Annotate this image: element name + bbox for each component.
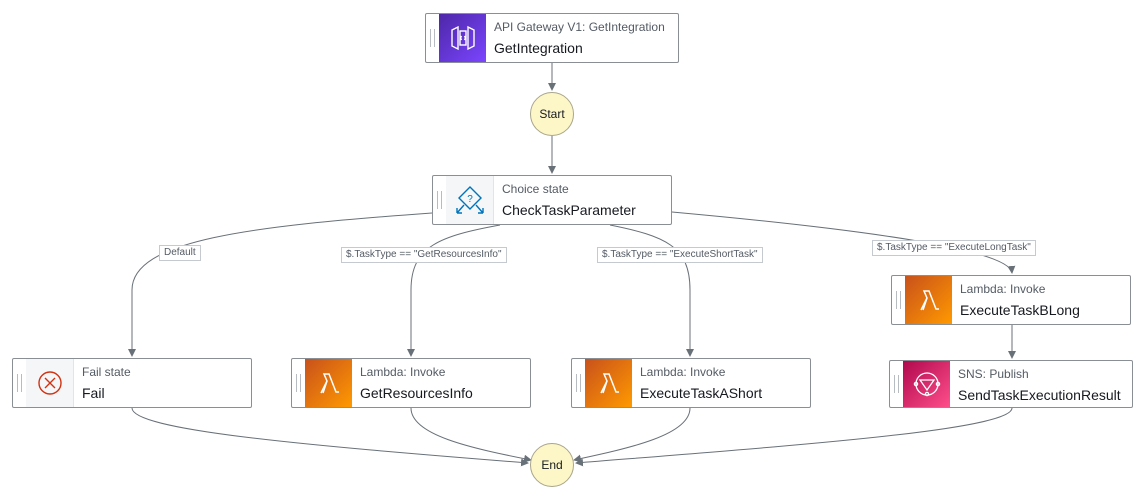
lambda-icon	[905, 276, 952, 324]
drag-handle[interactable]	[292, 359, 305, 407]
drag-handle[interactable]	[13, 359, 26, 407]
drag-handle[interactable]	[890, 361, 903, 407]
state-name-label: Fail	[82, 385, 105, 401]
state-type-label: Fail state	[82, 365, 131, 379]
edge-fail-end	[131, 407, 529, 467]
state-execute-task-b-long[interactable]: Lambda: Invoke ExecuteTaskBLong	[891, 275, 1131, 325]
svg-text:?: ?	[467, 194, 473, 205]
state-type-label: Lambda: Invoke	[360, 365, 446, 379]
edge-label-executeshorttask: $.TaskType == "ExecuteShortTask"	[597, 247, 763, 263]
drag-handle[interactable]	[426, 14, 439, 62]
drag-handle[interactable]	[572, 359, 585, 407]
state-name-label: GetIntegration	[494, 40, 583, 56]
edge-label-executelongtask: $.TaskType == "ExecuteLongTask"	[872, 240, 1036, 256]
state-name-label: CheckTaskParameter	[502, 202, 636, 218]
api-gateway-icon	[439, 14, 486, 62]
edge-choice-getresources	[407, 224, 501, 357]
state-execute-task-a-short[interactable]: Lambda: Invoke ExecuteTaskAShort	[571, 358, 811, 408]
state-get-resources-info[interactable]: Lambda: Invoke GetResourcesInfo	[291, 358, 531, 408]
sns-icon	[903, 361, 950, 407]
state-send-task-execution-result[interactable]: SNS: Publish SendTaskExecutionResult	[889, 360, 1133, 408]
edge-getresources-end	[410, 407, 532, 463]
state-get-integration[interactable]: API Gateway V1: GetIntegration GetIntegr…	[425, 13, 679, 63]
start-label: Start	[539, 107, 565, 121]
lambda-icon	[305, 359, 352, 407]
lambda-icon	[585, 359, 632, 407]
state-name-label: GetResourcesInfo	[360, 385, 473, 401]
drag-handle[interactable]	[892, 276, 905, 324]
start-node[interactable]: Start	[530, 92, 574, 136]
state-type-label: Lambda: Invoke	[960, 282, 1046, 296]
state-type-label: API Gateway V1: GetIntegration	[494, 20, 665, 34]
drag-handle[interactable]	[433, 176, 446, 224]
state-type-label: Choice state	[502, 182, 569, 196]
state-name-label: SendTaskExecutionResult	[958, 387, 1121, 403]
end-node[interactable]: End	[530, 443, 574, 487]
edge-label-default: Default	[159, 245, 201, 261]
edge-choice-fail	[128, 212, 433, 357]
edge-execshort-end	[573, 407, 691, 463]
state-name-label: ExecuteTaskBLong	[960, 302, 1080, 318]
state-name-label: ExecuteTaskAShort	[640, 385, 763, 401]
edge-sendresult-end	[575, 407, 1013, 467]
edge-label-getresourcesinfo: $.TaskType == "GetResourcesInfo"	[341, 247, 507, 263]
state-type-label: SNS: Publish	[958, 367, 1029, 381]
state-check-task-parameter[interactable]: ? Choice state CheckTaskParameter	[432, 175, 672, 225]
state-fail[interactable]: Fail state Fail	[12, 358, 252, 408]
choice-state-icon: ?	[446, 176, 494, 224]
end-label: End	[541, 458, 563, 472]
state-type-label: Lambda: Invoke	[640, 365, 726, 379]
edge-choice-execshort	[609, 224, 694, 357]
fail-state-icon	[26, 359, 74, 407]
